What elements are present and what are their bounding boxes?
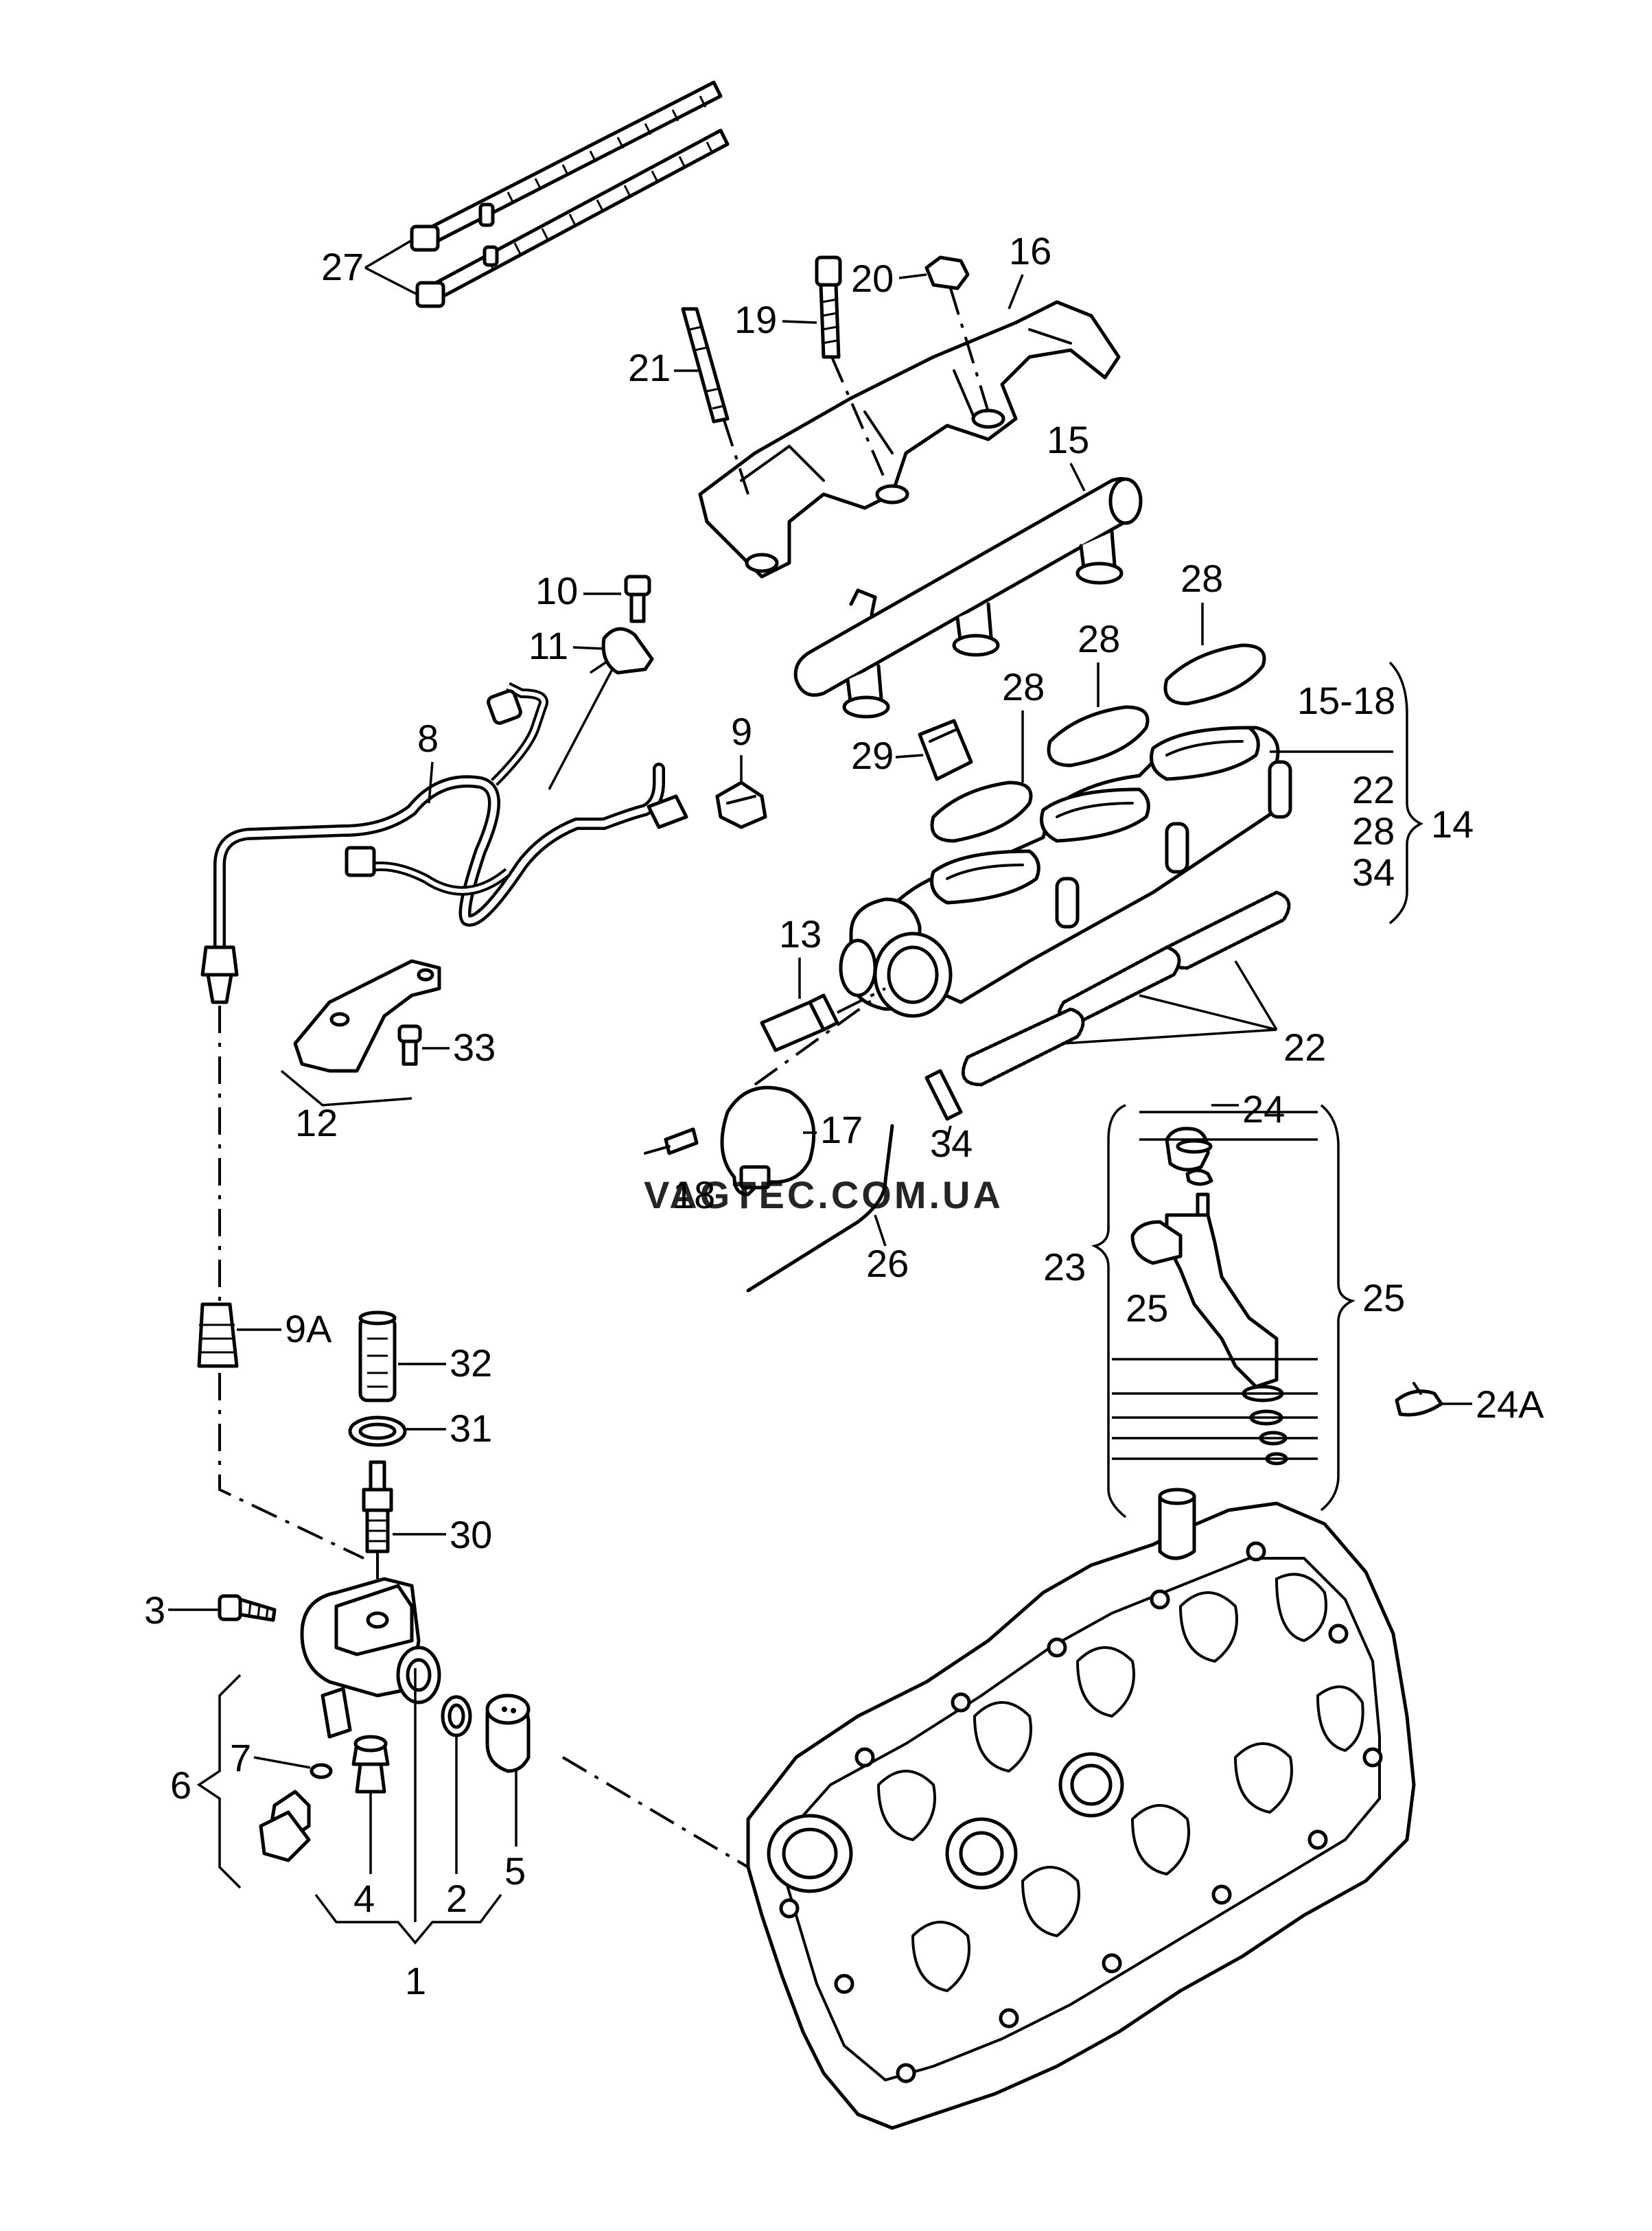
callout-33: 33 xyxy=(453,1026,496,1069)
callout-16: 16 xyxy=(1009,229,1051,273)
cap-5 xyxy=(485,1694,531,1773)
intake-manifold xyxy=(839,726,1292,1018)
gasket-17 xyxy=(720,1085,816,1197)
callout-28-d: 28 xyxy=(1352,809,1395,853)
callout-30: 30 xyxy=(450,1513,492,1556)
callout-31: 31 xyxy=(450,1407,492,1450)
callout-1: 1 xyxy=(405,1959,426,2002)
callout-7: 7 xyxy=(230,1736,251,1779)
clip-24a xyxy=(1395,1382,1443,1417)
union-9 xyxy=(715,781,767,829)
callout-18: 18 xyxy=(673,1173,715,1216)
callout-22-a: 22 xyxy=(1283,1026,1326,1069)
pipe-26 xyxy=(746,1124,894,1293)
bolt-33 xyxy=(397,1024,422,1066)
cylinder-head xyxy=(746,1488,1416,2130)
callout-2: 2 xyxy=(446,1877,467,1920)
gaskets-22 xyxy=(961,890,1291,1087)
callout-14: 14 xyxy=(1431,802,1474,846)
clamp-31 xyxy=(348,1415,407,1447)
callout-21: 21 xyxy=(628,346,671,389)
callout-27: 27 xyxy=(321,245,364,288)
screw-18 xyxy=(644,1127,699,1155)
stud-21 xyxy=(681,307,730,424)
callout-10: 10 xyxy=(535,569,578,612)
sensor-6 xyxy=(259,1790,311,1862)
callout-17: 17 xyxy=(820,1108,863,1151)
fuel-rail-bracket xyxy=(698,300,1121,579)
union-9a xyxy=(197,1302,239,1368)
callout-15-18: 15-18 xyxy=(1297,679,1395,722)
callout-25-b: 25 xyxy=(1362,1276,1405,1319)
callout-28-a: 28 xyxy=(1002,665,1045,708)
ring-7 xyxy=(310,1763,333,1779)
clamp-11 xyxy=(601,627,654,675)
callout-24: 24 xyxy=(1242,1087,1285,1131)
callout-20: 20 xyxy=(851,257,894,300)
fuel-line-8 xyxy=(200,658,688,1004)
bolt-10 xyxy=(624,575,651,623)
clip-29 xyxy=(918,719,973,781)
bolt-19 xyxy=(815,255,842,359)
hose-34 xyxy=(924,1069,963,1121)
callout-9: 9 xyxy=(731,710,752,753)
sensor-13 xyxy=(760,993,839,1052)
watermark: VAGTEC.COM.UA xyxy=(644,1173,1003,1216)
nut-20 xyxy=(924,255,970,290)
o-ring-2 xyxy=(441,1695,472,1737)
bracket-12 xyxy=(293,959,441,1073)
callout-13: 13 xyxy=(779,912,822,956)
bolt-3 xyxy=(218,1594,277,1622)
callout-32: 32 xyxy=(450,1341,492,1385)
high-pressure-pump xyxy=(300,1577,441,1739)
callout-6: 6 xyxy=(170,1764,191,1807)
callout-8: 8 xyxy=(417,717,439,760)
callout-28-c: 28 xyxy=(1180,557,1223,600)
callout-12: 12 xyxy=(295,1101,338,1144)
callout-15: 15 xyxy=(1047,418,1089,461)
fuel-rail xyxy=(793,477,1143,719)
seal-rings-28 xyxy=(930,643,1266,843)
injector-23 xyxy=(1130,1139,1288,1466)
fitting-4 xyxy=(351,1735,390,1794)
callout-19: 19 xyxy=(734,298,777,341)
callout-28-b: 28 xyxy=(1078,617,1120,660)
callout-4: 4 xyxy=(353,1877,375,1920)
fitting-30 xyxy=(362,1460,393,1553)
callout-11: 11 xyxy=(528,624,568,667)
cable-ties xyxy=(410,80,730,308)
callout-3: 3 xyxy=(144,1588,165,1632)
callout-23: 23 xyxy=(1043,1245,1086,1288)
callout-26: 26 xyxy=(866,1242,909,1285)
callout-9a: 9A xyxy=(285,1307,332,1350)
callout-34-b: 34 xyxy=(1352,851,1395,894)
callout-29: 29 xyxy=(851,734,894,777)
callout-34-a: 34 xyxy=(930,1122,973,1165)
callout-22-b: 22 xyxy=(1352,768,1395,811)
callout-24a: 24A xyxy=(1476,1383,1544,1426)
callout-5: 5 xyxy=(504,1849,526,1893)
sleeve-32 xyxy=(358,1310,397,1402)
callout-25-a: 25 xyxy=(1126,1286,1168,1330)
